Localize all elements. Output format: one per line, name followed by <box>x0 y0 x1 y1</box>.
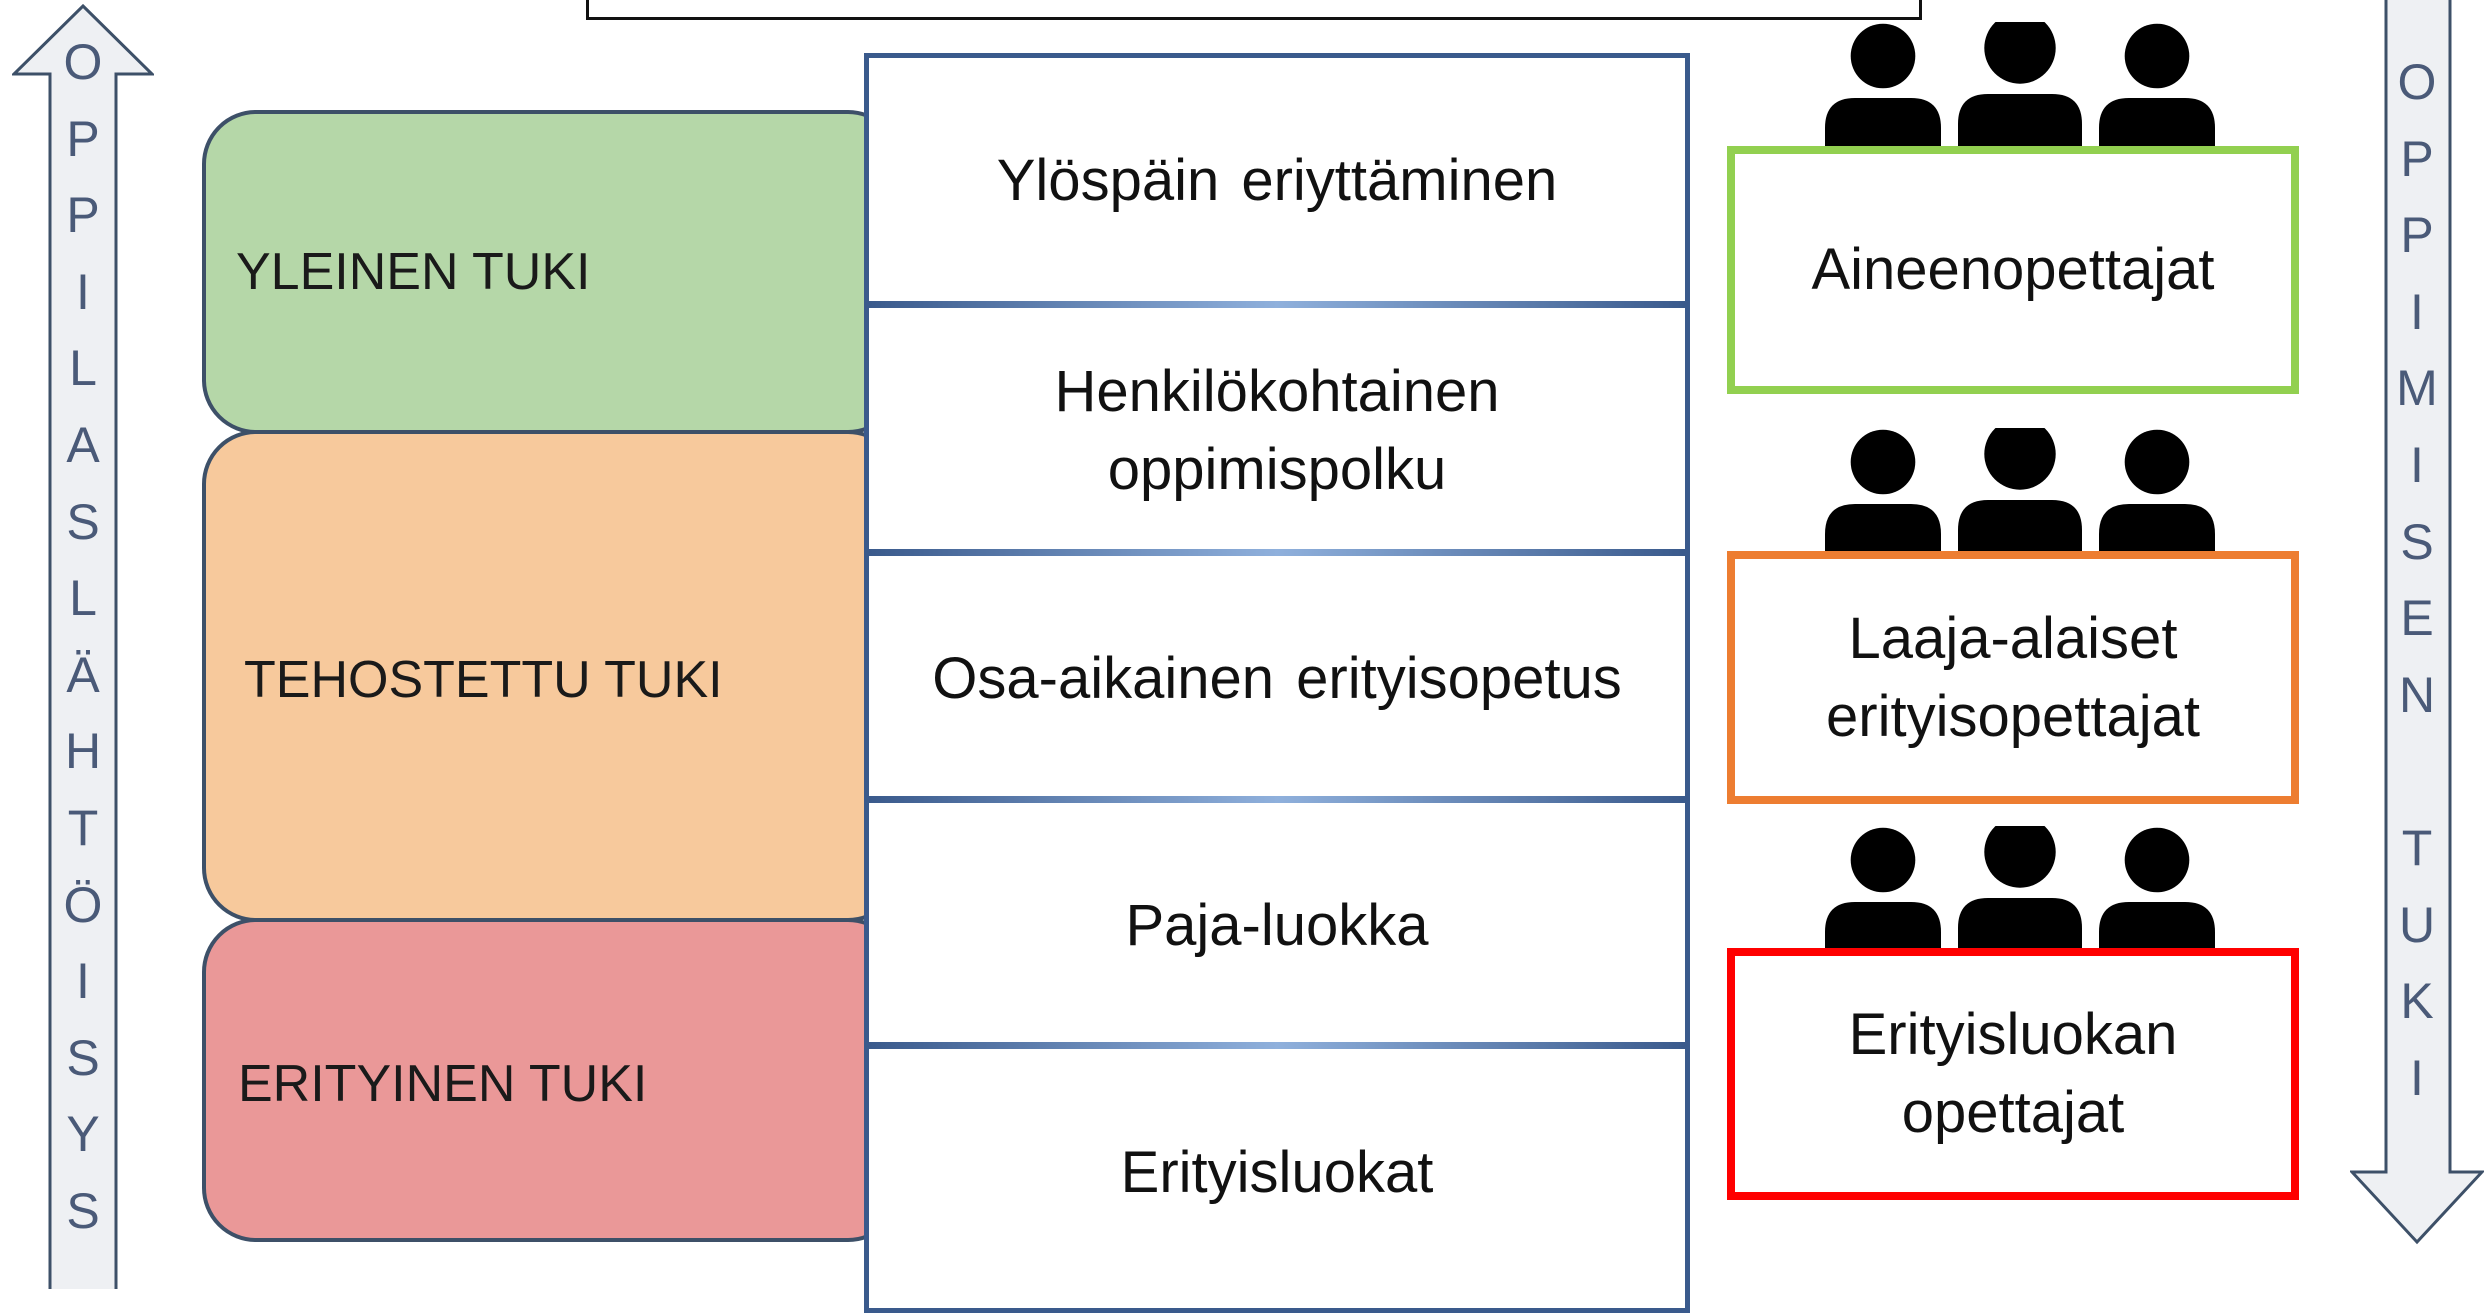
left-arrow-letter: O <box>63 34 103 90</box>
teacher-label: Aineenopettajat <box>1811 237 2215 302</box>
level-label: ERITYINEN TUKI <box>238 1055 648 1113</box>
right-arrow-letter: M <box>2396 360 2438 417</box>
left-arrow-letter: L <box>69 570 97 627</box>
left-arrow-letter: A <box>66 416 100 473</box>
left-arrow-letter: I <box>76 953 90 1010</box>
right-arrow-letter: E <box>2400 590 2434 647</box>
center-item: Ylöspäin eriyttäminen <box>996 147 1558 213</box>
right-arrow-letter: K <box>2400 973 2434 1030</box>
title-box <box>586 0 1922 20</box>
right-arrow-letter: P <box>2400 130 2434 187</box>
left-arrow-letter: P <box>66 110 100 167</box>
teacher-label: Erityisluokan opettajat <box>1848 1002 2178 1145</box>
people-group-icon <box>1825 22 2215 152</box>
people-group-icon <box>1825 428 2215 558</box>
teacher-box-aineenopettajat: Aineenopettajat <box>1727 146 2299 394</box>
right-arrow-letter <box>2350 733 2484 810</box>
left-arrow-letter: P <box>66 187 100 244</box>
center-item: Erityisluokat <box>1120 1140 1434 1205</box>
down-arrow-icon <box>2350 0 2484 1245</box>
left-arrow-letter: I <box>76 263 90 320</box>
left-arrow-letter: T <box>67 799 99 856</box>
level-label: TEHOSTETTU TUKI <box>244 651 723 709</box>
divider <box>869 1042 1685 1049</box>
center-item-text: Henkilökohtainen oppimispolku <box>1054 358 1500 502</box>
support-forms-column: Ylöspäin eriyttäminen Henkilökohtainen o… <box>864 53 1690 1313</box>
left-arrow-letter: Ö <box>63 876 103 933</box>
level-erityinen: ERITYINEN TUKI <box>202 918 902 1242</box>
divider <box>869 301 1685 308</box>
right-arrow-letter: I <box>2410 283 2424 340</box>
divider <box>869 549 1685 556</box>
left-arrow-letter: S <box>66 1029 100 1086</box>
right-arrow-letter: N <box>2398 666 2436 723</box>
up-arrow-icon <box>12 4 154 1289</box>
left-arrow-letter: S <box>66 493 100 550</box>
teacher-label: Laaja-alaiset erityisopettajat <box>1826 605 2200 749</box>
teacher-box-laaja-alaiset: Laaja-alaiset erityisopettajat <box>1727 551 2299 804</box>
center-item: Paja-luokka <box>1125 892 1429 958</box>
left-arrow-letter: Y <box>66 1106 100 1163</box>
right-arrow-letter: U <box>2398 896 2436 953</box>
right-arrow-letter: I <box>2410 1049 2424 1106</box>
right-arrow-letter: O <box>2397 54 2437 110</box>
left-arrow-letter: L <box>69 340 97 397</box>
divider <box>869 796 1685 803</box>
level-label: YLEINEN TUKI <box>236 243 591 301</box>
left-arrow-letter: S <box>66 1182 100 1239</box>
left-arrow-letter: H <box>64 723 102 780</box>
right-arrow-letter: S <box>2400 513 2434 570</box>
level-tehostettu: TEHOSTETTU TUKI <box>202 430 902 922</box>
people-group-icon <box>1825 826 2215 956</box>
left-arrow-letter: Ä <box>66 646 100 703</box>
center-item: Osa-aikainen erityisopetus <box>932 645 1622 711</box>
level-yleinen: YLEINEN TUKI <box>202 110 902 434</box>
right-arrow-letter: I <box>2410 436 2424 493</box>
center-item: Henkilökohtainen oppimispolku <box>869 308 1685 553</box>
teacher-box-erityisluokan: Erityisluokan opettajat <box>1727 948 2299 1200</box>
right-arrow-letter: T <box>2401 819 2433 876</box>
right-arrow-letter: P <box>2400 207 2434 264</box>
